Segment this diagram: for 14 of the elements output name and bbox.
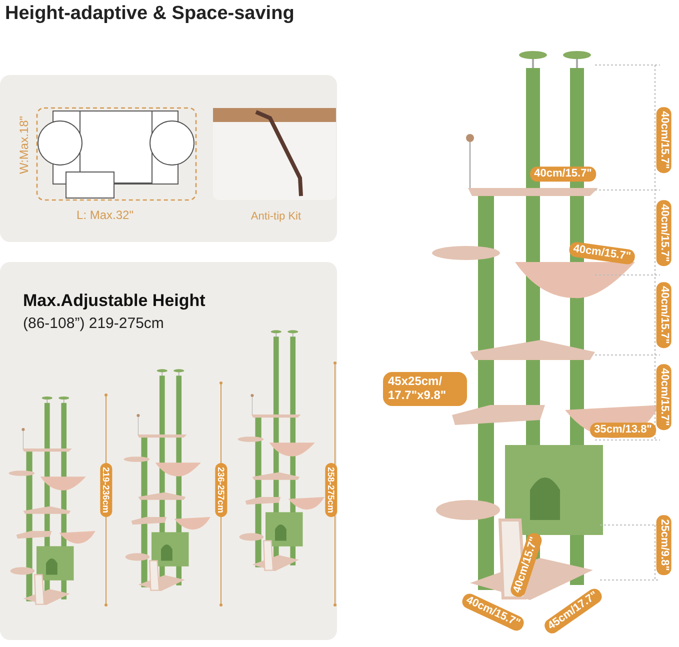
dimension-label: 40cm/15.7"	[656, 282, 672, 348]
dimension-label: 40cm/15.7"	[656, 200, 672, 266]
dimension-text: L: Max.32"	[76, 209, 134, 223]
dimension-label: 40cm/15.7"	[656, 364, 672, 430]
dimension-text: W:Max.18"	[18, 116, 32, 174]
dimension-label: 35cm/13.8"	[590, 422, 656, 438]
dimension-label: 25cm/9.8"	[656, 515, 672, 575]
dimension-label: 45x25cm/ 17.7"x9.8"	[383, 372, 467, 406]
dimension-label: 40cm/15.7"	[530, 166, 596, 182]
heading: Max.Adjustable Height	[23, 291, 206, 311]
title: Height-adaptive & Space-saving	[5, 3, 294, 25]
subheading: (86-108”) 219-275cm	[23, 315, 164, 332]
dimension-label: 40cm/15.7"	[656, 107, 672, 173]
caption: Anti-tip Kit	[250, 210, 302, 224]
